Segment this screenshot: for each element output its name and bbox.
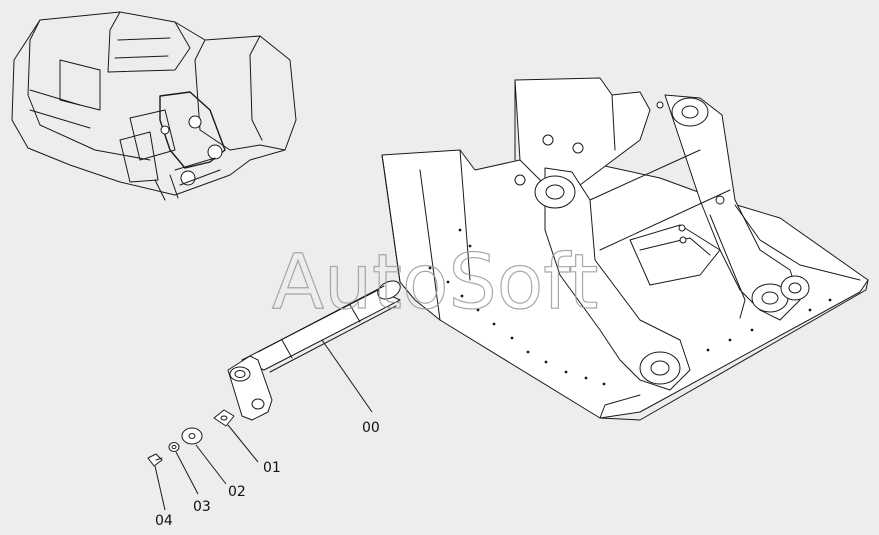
washer-part-02 — [181, 427, 203, 445]
callout-00: 00 — [362, 420, 380, 436]
watermark-logo: AutoSoft — [272, 237, 598, 326]
callout-01: 01 — [263, 460, 281, 476]
callout-04: 04 — [155, 513, 173, 529]
main-frame-assembly — [381, 77, 869, 421]
inset-machine-overview — [11, 11, 297, 201]
callout-03: 03 — [193, 499, 211, 515]
square-nut-part-01 — [213, 409, 235, 427]
pin-part-00 — [227, 280, 401, 421]
callout-02: 02 — [228, 484, 246, 500]
lock-washer-part-03 — [168, 442, 180, 452]
leader-lines — [154, 339, 373, 511]
bolt-part-04 — [147, 453, 163, 467]
